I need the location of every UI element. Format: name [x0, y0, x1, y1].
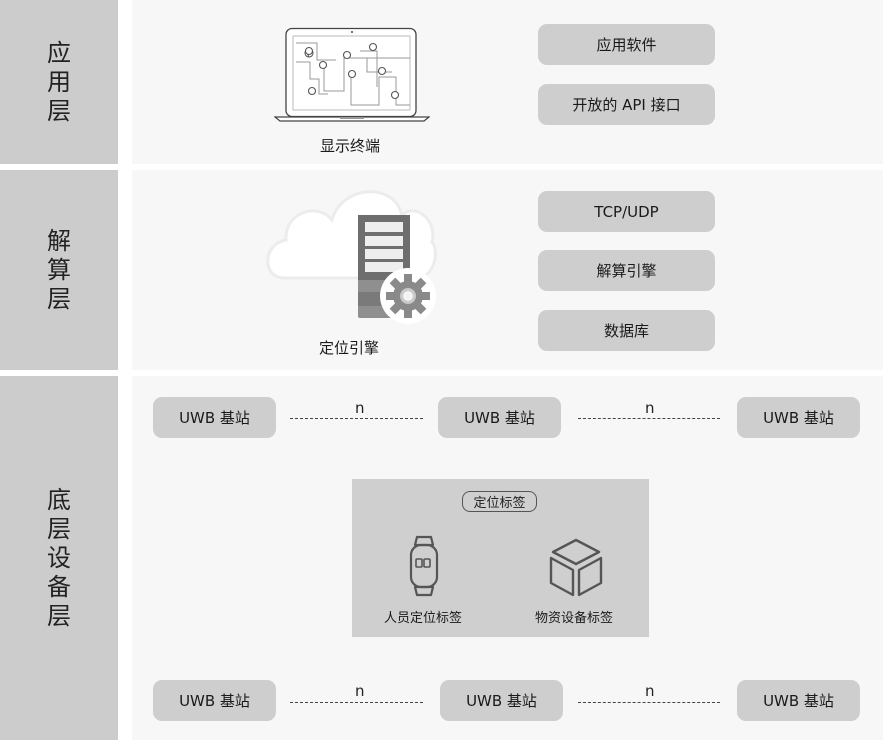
uwb-station-bottom-1: UWB 基站: [153, 680, 276, 721]
positioning-tag-title: 定位标签: [462, 491, 537, 512]
layer-title: 应用层: [47, 38, 71, 125]
link-count-bottom-2: n: [645, 682, 655, 700]
layer-title: 底层设备层: [47, 485, 71, 630]
link-count-top-2: n: [645, 399, 655, 417]
uwb-station-bottom-2: UWB 基站: [440, 680, 563, 721]
layer-body-calculation: [132, 170, 883, 370]
link-line-top-2: [578, 418, 720, 419]
box-icon: [549, 538, 603, 597]
cloud-server-gear-icon: [266, 190, 437, 324]
layer-label-device: 底层设备层: [0, 376, 118, 740]
pill-open-api: 开放的 API 接口: [538, 84, 715, 125]
wristband-icon: [409, 535, 439, 597]
link-line-bottom-1: [290, 702, 423, 703]
layer-title: 解算层: [47, 226, 71, 313]
pill-calculation-engine: 解算引擎: [538, 250, 715, 291]
laptop-caption: 显示终端: [319, 137, 380, 155]
personnel-tag-label: 人员定位标签: [383, 611, 462, 626]
laptop-map-icon: [274, 27, 430, 122]
pill-tcp-udp: TCP/UDP: [538, 191, 715, 232]
pill-database: 数据库: [538, 310, 715, 351]
layer-label-calculation: 解算层: [0, 170, 118, 370]
layer-label-application: 应用层: [0, 0, 118, 164]
link-count-bottom-1: n: [355, 682, 365, 700]
uwb-station-bottom-3: UWB 基站: [737, 680, 860, 721]
uwb-station-top-2: UWB 基站: [438, 397, 561, 438]
pill-application-software: 应用软件: [538, 24, 715, 65]
asset-tag-label: 物资设备标签: [534, 611, 613, 626]
engine-caption: 定位引擎: [318, 339, 379, 357]
link-line-top-1: [290, 418, 423, 419]
link-line-bottom-2: [578, 702, 720, 703]
link-count-top-1: n: [355, 399, 365, 417]
layer-body-application: [132, 0, 883, 164]
uwb-station-top-1: UWB 基站: [153, 397, 276, 438]
uwb-station-top-3: UWB 基站: [737, 397, 860, 438]
